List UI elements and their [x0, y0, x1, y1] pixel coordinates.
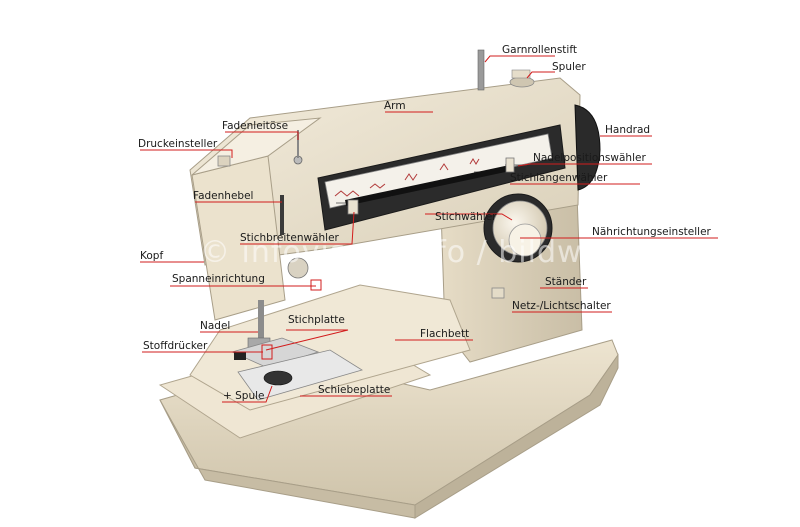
slide-plate — [237, 349, 363, 401]
stitch-width-knob — [347, 199, 359, 215]
label-schiebeplatte: Schiebeplatte — [318, 384, 390, 396]
label-spule: + Spule — [223, 390, 265, 402]
throat-plate — [230, 337, 320, 369]
label-fadenleitoese: Fadenleitöse — [222, 120, 288, 132]
stitch-width-slot — [345, 164, 513, 206]
label-stichbreitenwaehler: Stichbreitenwähler — [240, 232, 340, 244]
label-nadel: Nadel — [200, 320, 230, 332]
label-spuler: Spuler — [552, 61, 586, 73]
label-fadenhebel: Fadenhebel — [193, 190, 253, 202]
machine-illustration — [158, 49, 619, 519]
label-spanneinrichtung: Spanneinrichtung — [172, 273, 265, 285]
label-stichlaengenwaehler: Stichlängenwähler — [510, 172, 608, 184]
label-netzschalter: Netz-/Lichtschalter — [512, 300, 611, 312]
callout-markers — [261, 279, 322, 360]
direction-knob — [508, 223, 542, 257]
watermark: © infovisual.info / bildwoerterbuch.com — [200, 235, 800, 270]
base-right-edge — [414, 353, 619, 519]
power-switch — [491, 287, 505, 299]
labels: Garnrollenstift Spuler Arm Handrad Faden… — [138, 44, 712, 402]
label-handrad: Handrad — [605, 124, 650, 136]
label-arm: Arm — [384, 100, 406, 112]
label-stichwaehler: Stichwähler — [435, 211, 497, 223]
label-flachbett: Flachbett — [420, 328, 469, 340]
needle-position-knob — [505, 157, 515, 173]
label-naehrichtungseinsteller: Nährichtungseinsteller — [592, 226, 712, 238]
pressure-regulator — [217, 155, 231, 167]
spool-pin — [477, 49, 485, 91]
label-staender: Ständer — [545, 276, 587, 288]
label-kopf: Kopf — [140, 250, 163, 262]
label-druckeinsteller: Druckeinsteller — [138, 138, 218, 150]
label-stichplatte: Stichplatte — [288, 314, 345, 326]
tension-unit — [287, 257, 309, 279]
label-stoffdruecker: Stoffdrücker — [143, 340, 208, 352]
stitch-chart — [324, 133, 553, 209]
handwheel — [574, 104, 601, 191]
leader-lines — [140, 55, 718, 403]
needle-bar — [258, 300, 264, 340]
take-up-lever — [280, 195, 284, 235]
label-nadelpositionswaehler: Nadelpositionswähler — [533, 152, 646, 164]
bobbin — [263, 370, 293, 386]
label-garnrollenstift: Garnrollenstift — [502, 44, 577, 56]
bobbin-winder — [509, 76, 535, 88]
